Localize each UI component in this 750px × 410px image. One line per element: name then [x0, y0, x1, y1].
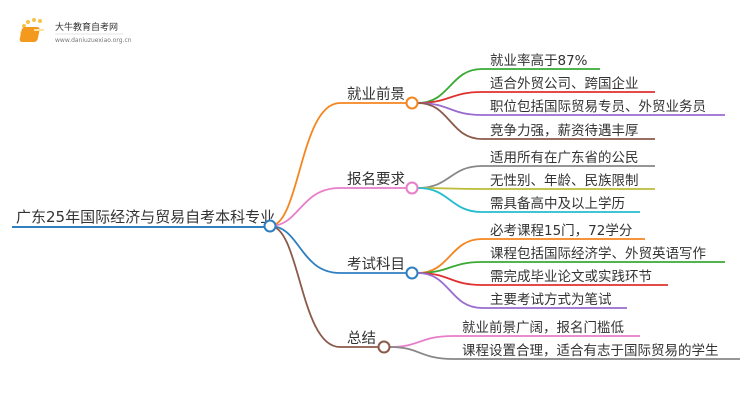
- branch-requirements: 报名要求: [347, 171, 405, 188]
- leaf-item: 课程设置合理，适合有志于国际贸易的学生: [462, 343, 719, 359]
- branch-summary: 总结: [347, 330, 376, 347]
- logo-title: 大牛教育自考网: [55, 21, 118, 33]
- leaf-item: 无性别、年龄、民族限制: [490, 173, 639, 189]
- leaf-item: 课程包括国际经济学、外贸英语写作: [490, 245, 706, 262]
- leaf-item: 需完成毕业论文或实践环节: [490, 269, 652, 285]
- branch-employment: 就业前景: [347, 86, 405, 103]
- branch-subjects: 考试科目: [347, 256, 405, 273]
- logo: 大牛教育自考网 www.daniuzuexiao.org.cn: [19, 18, 132, 44]
- leaf-item: 主要考试方式为笔试: [490, 292, 612, 308]
- leaf-item: 适用所有在广东省的公民: [490, 150, 639, 166]
- branch-toggle-requirements[interactable]: [405, 181, 419, 195]
- leaf-item: 就业前景广阔，报名门槛低: [462, 319, 624, 336]
- branch-toggle-subjects[interactable]: [405, 266, 419, 280]
- branch-toggle-summary[interactable]: [377, 340, 391, 354]
- leaf-item: 就业率高于87%: [490, 52, 588, 69]
- leaf-item: 需具备高中及以上学历: [490, 195, 625, 212]
- leaf-item: 职位包括国际贸易专员、外贸业务员: [490, 99, 706, 115]
- leaf-item: 必考课程15门，72学分: [490, 223, 632, 239]
- root-label: 广东25年国际经济与贸易自考本科专业: [16, 208, 275, 226]
- branch-toggle-employment[interactable]: [405, 96, 419, 110]
- logo-url: www.daniuzuexiao.org.cn: [55, 37, 132, 44]
- leaf-item: 适合外贸公司、跨国企业: [490, 75, 639, 92]
- leaf-item: 竞争力强，薪资待遇丰厚: [490, 122, 639, 139]
- logo-book-icon: [19, 18, 44, 42]
- root-node-toggle[interactable]: [263, 219, 277, 233]
